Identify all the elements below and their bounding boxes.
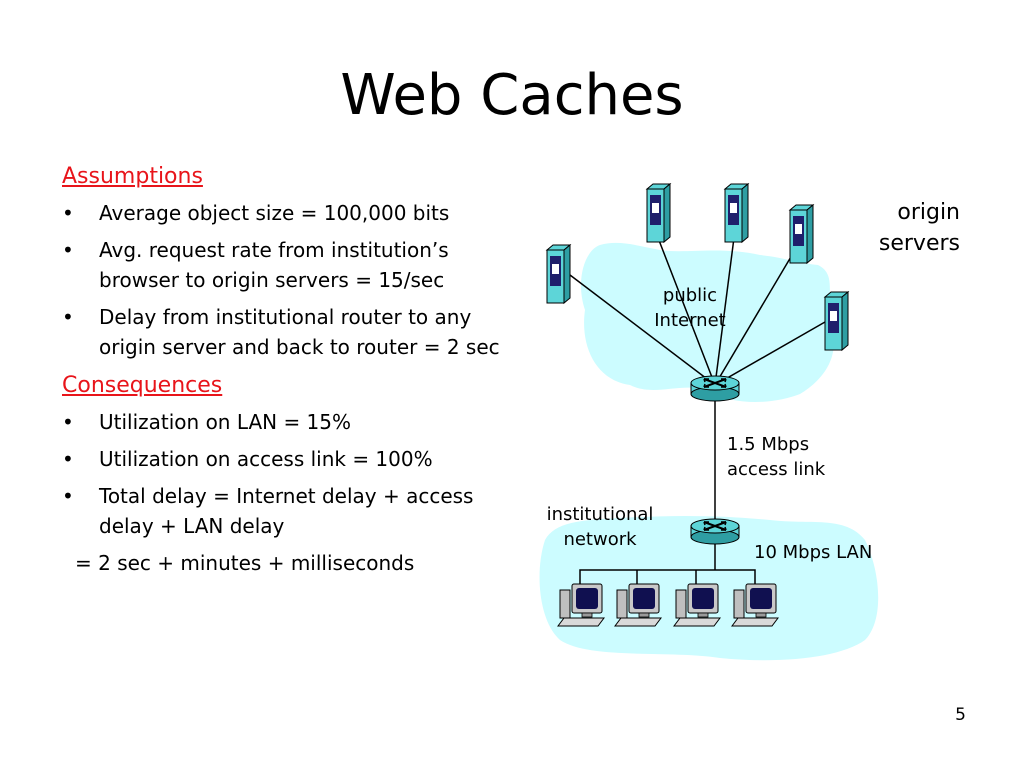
label-line: public [662, 285, 718, 306]
computer-icon [731, 583, 779, 627]
router-icon [690, 375, 740, 402]
lan-label: 10 Mbps LAN [754, 542, 873, 563]
server-link [714, 249, 796, 386]
network-diagram: origin servers public Internet 1.5 Mbps … [520, 170, 1020, 690]
server-icon [546, 244, 571, 304]
server-link [654, 229, 716, 386]
bullet: • [62, 410, 74, 434]
label-line: institutional [546, 504, 654, 525]
links [569, 229, 826, 590]
label-line: network [563, 529, 637, 550]
server-icon [824, 291, 849, 351]
label-line: access link [727, 459, 826, 480]
server-icon [646, 183, 671, 243]
server-icon [724, 183, 749, 243]
label-line: 1.5 Mbps [727, 434, 810, 455]
label-line: servers [878, 231, 960, 256]
list-item-text: Utilization on access link = 100% [99, 447, 433, 471]
list-item: • Total delay = Internet delay + access d… [62, 481, 522, 541]
list-item-text: Utilization on LAN = 15% [99, 410, 352, 434]
origin-servers-label: origin servers [879, 197, 960, 259]
label-line: origin [897, 200, 960, 225]
consequences-heading: Consequences [62, 373, 223, 398]
assumptions-heading: Assumptions [62, 164, 203, 189]
list-item-text: Delay from institutional router to any o… [99, 305, 500, 359]
bullet: • [62, 305, 74, 329]
public-internet-cloud [580, 242, 834, 402]
list-item: • Utilization on access link = 100% [62, 444, 522, 474]
list-item-text: Average object size = 100,000 bits [99, 201, 450, 225]
network-diagram-svg [539, 183, 879, 661]
server-link [714, 229, 736, 386]
computer-icon [673, 583, 721, 627]
assumptions-list: • Average object size = 100,000 bits • Avg… [62, 198, 522, 362]
page-number: 5 [955, 705, 966, 725]
institutional-network-label: institutional network [530, 502, 670, 552]
access-link-label: 1.5 Mbps access link [727, 432, 825, 482]
lan-bus [579, 569, 756, 590]
router-icon [690, 518, 740, 545]
slide-title: Web Caches [340, 63, 684, 128]
computer-icon [614, 583, 662, 627]
text-column: Assumptions • Average object size = 100,0… [62, 160, 522, 578]
server-link [714, 321, 826, 386]
bullet: • [62, 238, 74, 262]
consequences-list: • Utilization on LAN = 15% • Utilization o… [62, 407, 522, 541]
list-item: • Delay from institutional router to any … [62, 302, 522, 362]
list-item-text: Avg. request rate from institution’s bro… [99, 238, 449, 292]
bullet: • [62, 447, 74, 471]
delay-formula: = 2 sec + minutes + milliseconds [75, 551, 415, 575]
server-link [569, 274, 716, 386]
server-icon [789, 204, 814, 264]
list-item-text: Total delay = Internet delay + access de… [99, 484, 474, 538]
bullet: • [62, 201, 74, 225]
public-internet-label: public Internet [640, 283, 740, 333]
list-item: • Average object size = 100,000 bits [62, 198, 522, 228]
list-item: • Utilization on LAN = 15% [62, 407, 522, 437]
list-item: • Avg. request rate from institution’s br… [62, 235, 522, 295]
computer-icon [557, 583, 605, 627]
bullet: • [62, 484, 74, 508]
label-line: Internet [654, 310, 726, 331]
